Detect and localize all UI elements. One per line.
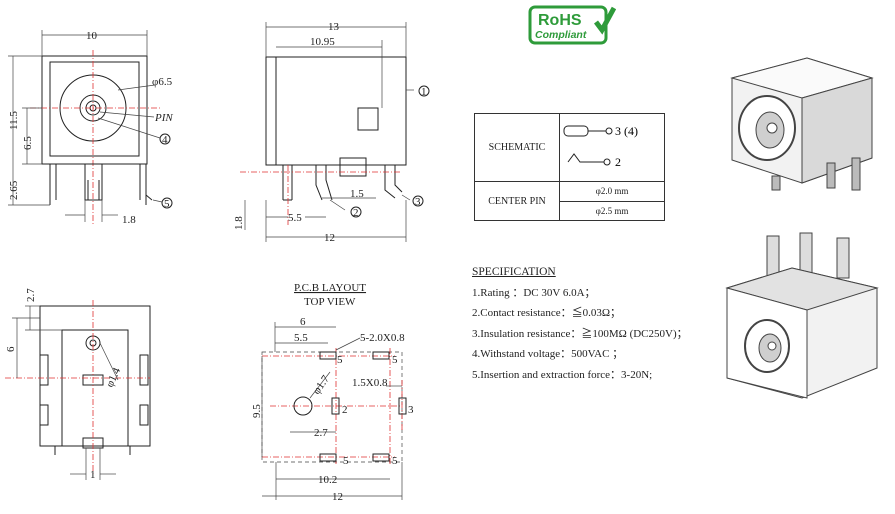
center-pin-opt2: φ2.5 mm — [559, 200, 665, 221]
rohs-logo: RoHS Compliant — [528, 5, 616, 45]
front-dim-h3: 2.65 — [8, 180, 20, 200]
bottom-dim-1: 1 — [90, 469, 96, 481]
front-callout-4: 4 — [162, 134, 168, 146]
pcb-dim-12: 12 — [332, 491, 343, 503]
side-dim-18: 1.8 — [233, 216, 245, 230]
front-callout-5: 5 — [164, 198, 170, 210]
center-pin-label: CENTER PIN — [474, 181, 560, 221]
pcb-dim-102: 10.2 — [318, 474, 337, 486]
schematic-table: SCHEMATIC 3 (4) 2 CENTER PIN φ2.0 mm φ2.… — [474, 113, 665, 221]
side-callout-1: 1 — [421, 86, 427, 98]
side-view: 13 10.95 1 2 3 1.5 5.5 1.8 12 — [233, 21, 430, 244]
bottom-dim-27: 2.7 — [25, 288, 37, 302]
pcb-lbl5c: 5 — [343, 455, 349, 467]
side-dim-15: 1.5 — [350, 188, 364, 200]
pcb-dim-95: 9.5 — [251, 404, 263, 418]
bottom-dim-6: 6 — [5, 346, 17, 352]
side-dim-13: 13 — [328, 21, 340, 33]
schematic-pin-b: 2 — [615, 155, 621, 169]
pcb-lbl3: 3 — [408, 404, 414, 416]
pcb-dim-6: 6 — [300, 316, 306, 328]
rohs-line2: Compliant — [535, 29, 587, 41]
bottom-dim-14: φ1.4 — [104, 366, 124, 390]
pcb-lbl2: 2 — [342, 404, 348, 416]
pcb-pad2: 1.5X0.8 — [352, 377, 388, 389]
bottom-view: 2.7 6 φ1.4 1 — [5, 288, 151, 481]
pcb-lbl5d: 5 — [392, 455, 398, 467]
schematic-symbol: 3 (4) 2 — [559, 113, 665, 182]
jack-symbol-icon: 3 (4) 2 — [563, 124, 638, 169]
pcb-dim-27: 2.7 — [314, 427, 328, 439]
front-dim-pin: PIN — [154, 112, 173, 124]
side-dim-12: 12 — [324, 232, 335, 244]
spec-item: 4.Withstand voltage：500VAC ； — [472, 348, 624, 360]
spec-item: 1.Rating ：DC 30V 6.0A； — [472, 286, 596, 299]
pcb-layout: P.C.B LAYOUT TOP VIEW 5 5 2 3 5 5 6 5.5 … — [251, 282, 414, 503]
pcb-dim-17: φ1.7 — [311, 373, 333, 397]
side-dim-55: 5.5 — [288, 212, 302, 224]
pcb-lbl5a: 5 — [337, 354, 343, 366]
front-dim-width: 10 — [86, 30, 98, 42]
spec-item: 2.Contact resistance：≦0.03Ω； — [472, 307, 622, 319]
front-dim-h1: 11.5 — [8, 111, 20, 130]
front-dim-h2: 6.5 — [22, 136, 34, 150]
specification-block: SPECIFICATION 1.Rating ：DC 30V 6.0A； 2.C… — [472, 262, 688, 385]
front-dim-diam: φ6.5 — [152, 76, 173, 88]
jack-render-rear — [725, 232, 879, 399]
front-view: 10 11.5 6.5 2.65 φ6.5 PIN 4 5 1.8 — [8, 30, 173, 226]
jack-render-front — [730, 57, 874, 191]
spec-item: 3.Insulation resistance：≧100MΩ (DC250V)； — [472, 327, 688, 340]
front-dim-pitch: 1.8 — [122, 214, 136, 226]
pcb-subtitle: TOP VIEW — [304, 296, 356, 308]
center-pin-opt1: φ2.0 mm — [559, 181, 665, 202]
checkmark-icon — [594, 6, 616, 35]
rohs-line1: RoHS — [538, 12, 582, 29]
pcb-dim-55: 5.5 — [294, 332, 308, 344]
pcb-title: P.C.B LAYOUT — [294, 282, 366, 294]
side-callout-2: 2 — [353, 207, 359, 219]
pcb-lbl5b: 5 — [392, 354, 398, 366]
side-dim-1095: 10.95 — [310, 36, 335, 48]
side-callout-3: 3 — [415, 196, 421, 208]
pcb-pad1: 5-2.0X0.8 — [360, 332, 405, 344]
schematic-pin-a: 3 (4) — [615, 124, 638, 138]
schematic-label: SCHEMATIC — [474, 113, 560, 182]
spec-heading: SPECIFICATION — [472, 266, 556, 278]
spec-item: 5.Insertion and extraction force：3-20N; — [472, 368, 653, 381]
